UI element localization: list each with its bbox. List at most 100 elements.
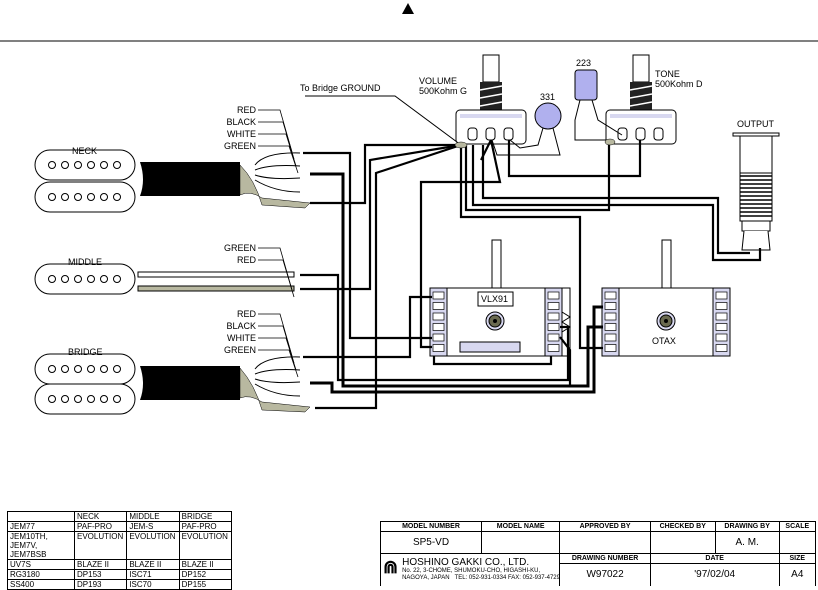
pole-piece bbox=[48, 161, 56, 169]
pole-piece bbox=[87, 395, 95, 403]
switch-lug bbox=[432, 302, 445, 310]
pole-piece bbox=[100, 365, 108, 373]
pole-piece bbox=[48, 365, 56, 373]
switch-lug bbox=[604, 312, 617, 321]
volume-pot bbox=[455, 54, 527, 145]
wire-label: WHITE bbox=[227, 333, 256, 343]
pole-piece bbox=[113, 161, 121, 169]
pole-piece bbox=[61, 395, 69, 403]
pole-piece bbox=[61, 193, 69, 201]
tone-value: 500Kohm D bbox=[655, 79, 703, 89]
switch-lug bbox=[432, 344, 445, 352]
switch-lug bbox=[715, 291, 728, 300]
wire-label: GREEN bbox=[224, 345, 256, 355]
output-label: OUTPUT bbox=[737, 119, 775, 129]
output-jack bbox=[732, 132, 780, 251]
switch-lug bbox=[547, 323, 560, 331]
drawing-by: A. M. bbox=[714, 531, 780, 554]
wire-leader bbox=[258, 145, 299, 174]
pole-piece bbox=[74, 161, 82, 169]
pole-piece bbox=[113, 275, 121, 283]
pole-piece bbox=[74, 193, 82, 201]
switch-lug bbox=[604, 344, 617, 352]
triangle-marker-icon bbox=[402, 3, 414, 14]
wire-label: RED bbox=[237, 105, 257, 115]
title-block: MODEL NUMBER MODEL NAME APPROVED BY CHEC… bbox=[379, 521, 817, 586]
volume-value: 500Kohm G bbox=[419, 86, 467, 96]
wire-leader bbox=[258, 337, 297, 371]
middle-pickup bbox=[34, 263, 136, 295]
pole-piece bbox=[100, 395, 108, 403]
pole-piece bbox=[113, 395, 121, 403]
wire-leader bbox=[258, 247, 293, 291]
pole-piece bbox=[74, 275, 82, 283]
wire-label: RED bbox=[237, 255, 257, 265]
capacitor-223-label: 223 bbox=[576, 58, 591, 68]
neck-cable bbox=[140, 162, 240, 196]
neck-shield bbox=[239, 164, 311, 209]
neck-pickup bbox=[34, 149, 136, 213]
wire-label: GREEN bbox=[224, 141, 256, 151]
switch-lug bbox=[547, 312, 560, 321]
hoshino-logo-icon: ⋒ bbox=[383, 557, 399, 578]
switch-lug bbox=[715, 312, 728, 321]
switch-lug bbox=[547, 291, 560, 300]
switch-lug bbox=[715, 302, 728, 310]
pole-piece bbox=[74, 395, 82, 403]
pole-piece bbox=[61, 365, 69, 373]
switch-lug bbox=[604, 302, 617, 310]
switch-lug bbox=[604, 291, 617, 300]
switch-lug bbox=[432, 312, 445, 321]
bridge-label: BRIDGE bbox=[68, 347, 103, 357]
pole-piece bbox=[74, 365, 82, 373]
switch-lug bbox=[547, 302, 560, 310]
pole-piece bbox=[87, 365, 95, 373]
switch-lug bbox=[547, 344, 560, 352]
wire-leader bbox=[258, 259, 295, 298]
wire-leader bbox=[258, 133, 297, 167]
bridge-shield bbox=[239, 367, 311, 413]
switch-lug bbox=[432, 291, 445, 300]
bridge-cable bbox=[140, 366, 240, 400]
switch-lug bbox=[432, 323, 445, 331]
wire-label: WHITE bbox=[227, 129, 256, 139]
switch-lug bbox=[604, 323, 617, 331]
drawing-date: '97/02/04 bbox=[649, 563, 780, 586]
pole-piece bbox=[61, 275, 69, 283]
wire-label: GREEN bbox=[224, 243, 256, 253]
wire-leader bbox=[258, 349, 299, 378]
to-bridge-ground-label: To Bridge GROUND bbox=[300, 83, 381, 93]
pole-piece bbox=[87, 161, 95, 169]
pole-piece bbox=[100, 275, 108, 283]
company-block: ⋒ HOSHINO GAKKI CO., LTD. No. 22, 3-CHOM… bbox=[379, 553, 561, 586]
switch-lug bbox=[715, 333, 728, 342]
otax-label: OTAX bbox=[652, 336, 676, 346]
tone-ground-point bbox=[604, 138, 616, 146]
pole-piece bbox=[87, 275, 95, 283]
bridge-pickup bbox=[34, 353, 136, 415]
drawing-number: W97022 bbox=[559, 563, 651, 586]
ground-point bbox=[454, 141, 468, 149]
volume-label: VOLUME bbox=[419, 76, 457, 86]
capacitor-223 bbox=[574, 69, 598, 101]
neck-leads bbox=[254, 152, 301, 397]
switch-lug bbox=[715, 323, 728, 331]
pole-piece bbox=[113, 365, 121, 373]
vlx91-label: VLX91 bbox=[481, 294, 508, 304]
pole-piece bbox=[48, 275, 56, 283]
wire-label: RED bbox=[237, 309, 257, 319]
wire-label: BLACK bbox=[226, 117, 256, 127]
switch-lug bbox=[715, 344, 728, 352]
middle-wire-green bbox=[137, 271, 295, 278]
pole-piece bbox=[87, 193, 95, 201]
model-number: SP5-VD bbox=[380, 531, 482, 554]
tone-label: TONE bbox=[655, 69, 680, 79]
model-name bbox=[480, 531, 561, 554]
